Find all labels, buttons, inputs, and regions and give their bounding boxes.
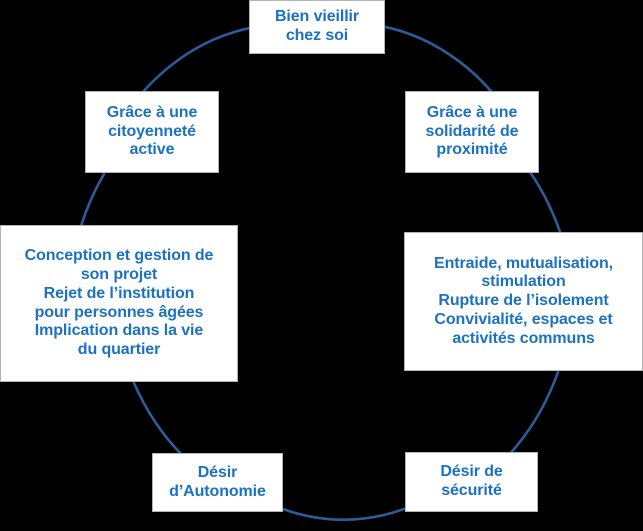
ring-segment-left-upper — [79, 172, 106, 228]
node-bien-vieillir-chez-soi[interactable]: Bien vieillir chez soi — [249, 0, 385, 54]
ring-segment-right-lower — [505, 370, 560, 459]
node-conception-et-gestion[interactable]: Conception et gestion de son projet Reje… — [0, 225, 238, 382]
ring-segment-right-upper — [528, 170, 564, 240]
ring-segment-bottom — [281, 507, 406, 521]
node-grace-citoyennete-active[interactable]: Grâce à une citoyenneté active — [85, 91, 219, 173]
node-desir-de-securite[interactable]: Désir de sécurité — [405, 452, 538, 512]
node-entraide-mutualisation[interactable]: Entraide, mutualisation, stimulation Rup… — [404, 232, 643, 371]
node-grace-solidarite-proximite[interactable]: Grâce à une solidarité de proximité — [405, 91, 539, 173]
node-desir-d-autonomie[interactable]: Désir d’Autonomie — [152, 453, 283, 512]
ring-segment-left-lower — [132, 381, 184, 457]
